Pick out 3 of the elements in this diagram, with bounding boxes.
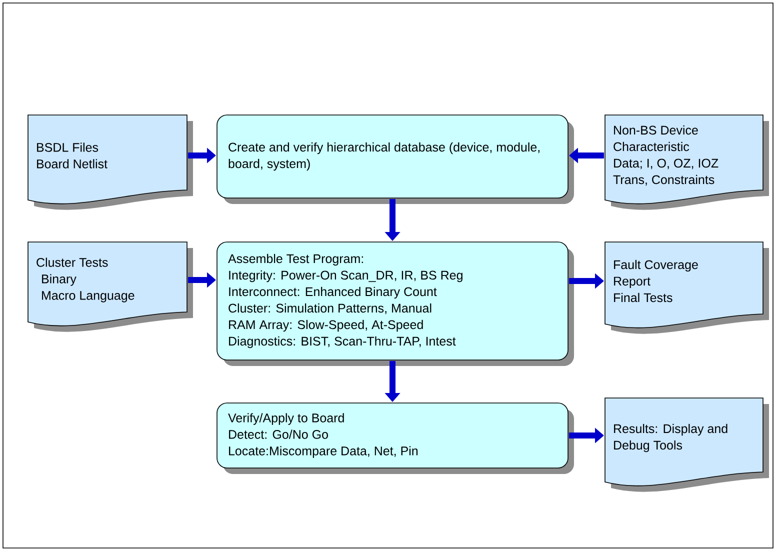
process-box: Create and verify hierarchical database (device, module, board, system) — [216, 114, 574, 204]
process-box: Verify/Apply to Board Detect: Go/No Go Locate:Miscompare Data, Net, Pin — [216, 402, 574, 474]
process-box: Assemble Test Program: Integrity: Power-On Scan_DR, IR, BS Reg Interconnect: Enhanced Binary Count Cluster: Simulation Patterns, Manual RAM Array: Slow-Speed, At-Speed Diagnostics: BIST, Scan-Thru-TAP, Intest — [216, 242, 574, 366]
